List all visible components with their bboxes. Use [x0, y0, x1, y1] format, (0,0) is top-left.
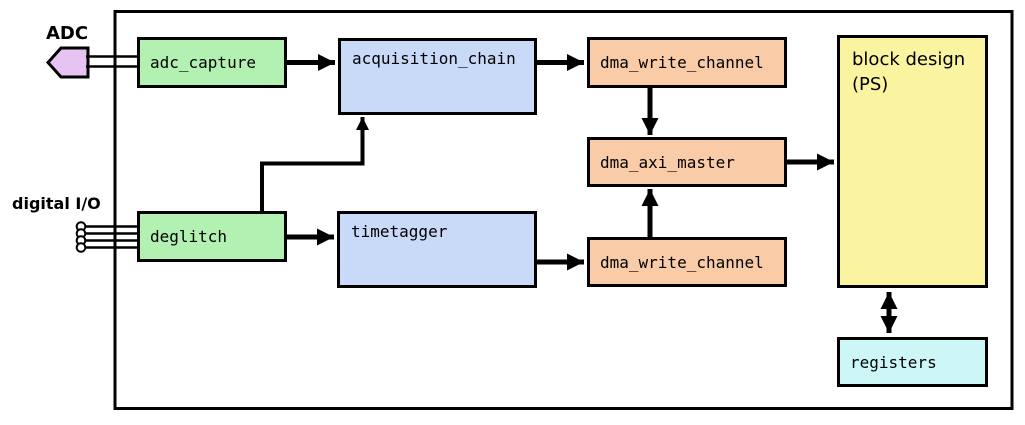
digital-io-label: digital I/O	[12, 194, 101, 213]
arrow-deglitch-to-acquisition-chain	[260, 117, 369, 211]
block-deglitch: deglitch	[137, 211, 287, 262]
digital-io-pins	[75, 221, 87, 253]
block-label-line2: (PS)	[852, 74, 889, 95]
adc-bus-wires	[86, 55, 138, 68]
block-label: deglitch	[150, 227, 228, 246]
block-label: dma_write_channel	[600, 53, 764, 72]
block-label: dma_axi_master	[600, 152, 735, 172]
block-label-line1: block design	[852, 49, 966, 70]
block-label: timetagger	[351, 222, 448, 241]
block-label: adc_capture	[150, 53, 256, 72]
adc-connector-icon	[45, 46, 90, 79]
dataflow-arrows	[287, 54, 898, 333]
block-acquisition-chain: acquisition_chain	[338, 38, 537, 115]
block-timetagger: timetagger	[337, 211, 537, 288]
io-pin-icon	[75, 242, 87, 253]
block-block-design-ps: block design (PS)	[837, 35, 988, 288]
block-adc-capture: adc_capture	[137, 37, 287, 88]
block-dma-axi-master: dma_axi_master	[587, 137, 787, 187]
block-label: registers	[850, 352, 937, 372]
block-registers: registers	[837, 337, 988, 387]
block-label: dma_write_channel	[600, 252, 764, 272]
outer-boundary	[113, 10, 1014, 410]
block-dma-write-channel-bottom: dma_write_channel	[587, 237, 787, 287]
block-label: acquisition_chain	[352, 49, 516, 68]
digital-io-wires	[84, 225, 138, 249]
block-dma-write-channel-top: dma_write_channel	[587, 37, 787, 88]
adc-label: ADC	[46, 23, 89, 44]
